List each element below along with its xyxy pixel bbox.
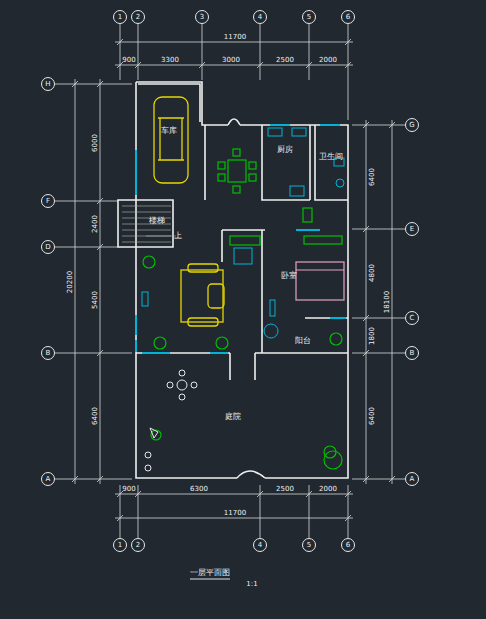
axis-bubble: 1 (113, 10, 127, 24)
axis-bubble: 5 (302, 538, 316, 552)
dimension-text: 18100 (384, 291, 391, 313)
axis-label: 6 (346, 542, 350, 549)
dimension-text: 2500 (276, 486, 294, 493)
room-name: 庭院 (225, 413, 241, 421)
axis-bubble: 6 (341, 538, 355, 552)
axis-bubble: B (41, 346, 55, 360)
axis-label: 1 (118, 14, 122, 21)
axis-bubble: 2 (131, 10, 145, 24)
room-name: 厨房 (277, 146, 293, 154)
dimension-text: 6000 (92, 134, 99, 152)
axis-label: A (46, 476, 51, 483)
dimension-text: 1:1 (246, 581, 257, 588)
room-name: 阳台 (295, 337, 311, 345)
axis-bubble: G (405, 118, 419, 132)
room-name: 车库 (161, 127, 177, 135)
dimension-text: 11700 (224, 34, 246, 41)
axis-bubble: 4 (253, 10, 267, 24)
axis-label: B (46, 350, 51, 357)
axis-label: F (46, 198, 50, 205)
axis-label: G (409, 122, 414, 129)
room-name: 楼梯 (149, 217, 165, 225)
dimension-text: 6300 (190, 486, 208, 493)
axis-bubble: B (405, 346, 419, 360)
axis-label: 6 (346, 14, 350, 21)
axis-bubble: A (405, 472, 419, 486)
axis-bubble: H (41, 77, 55, 91)
axis-bubble: F (41, 194, 55, 208)
axis-bubble: 6 (341, 10, 355, 24)
dimension-text: 900 (122, 57, 135, 64)
dimension-text: 3000 (222, 57, 240, 64)
dimension-text: 1800 (369, 327, 376, 345)
dimension-text: 11700 (224, 510, 246, 517)
axis-label: 2 (136, 14, 140, 21)
dimension-text: 3300 (161, 57, 179, 64)
axis-bubble: E (405, 222, 419, 236)
dimension-text: 6400 (369, 168, 376, 186)
axis-label: C (410, 315, 415, 322)
axis-bubble: 2 (131, 538, 145, 552)
axis-bubble: D (41, 240, 55, 254)
axis-bubble: 1 (113, 538, 127, 552)
drawing-caption: 一层平面图 (190, 567, 230, 580)
axis-label: E (410, 226, 414, 233)
axis-bubble: 3 (195, 10, 209, 24)
dimension-text: 900 (122, 486, 135, 493)
dimension-text: 4800 (369, 264, 376, 282)
room-name: 卧室 (281, 272, 297, 280)
dimension-text: 5400 (92, 291, 99, 309)
axis-label: 4 (258, 14, 262, 21)
axis-label: D (45, 244, 50, 251)
axis-label: 3 (200, 14, 204, 21)
dimension-text: 2000 (319, 57, 337, 64)
dimension-text: 2400 (92, 215, 99, 233)
dimension-text: 2000 (319, 486, 337, 493)
axis-label: A (410, 476, 415, 483)
axis-label: B (410, 350, 415, 357)
axis-bubble: 4 (253, 538, 267, 552)
axis-label: 5 (307, 542, 311, 549)
room-name: 卫生间 (319, 153, 343, 161)
dimension-text: 6400 (369, 407, 376, 425)
axis-label: 4 (258, 542, 262, 549)
axis-bubble: C (405, 311, 419, 325)
axis-label: 2 (136, 542, 140, 549)
axis-bubble: A (41, 472, 55, 486)
axis-label: 1 (118, 542, 122, 549)
dimension-text: 20200 (67, 271, 74, 293)
axis-label: 5 (307, 14, 311, 21)
room-name: 上 (174, 232, 182, 240)
dimension-text: 6400 (92, 407, 99, 425)
axis-bubble: 5 (302, 10, 316, 24)
dimension-text: 2500 (276, 57, 294, 64)
axis-label: H (45, 81, 50, 88)
